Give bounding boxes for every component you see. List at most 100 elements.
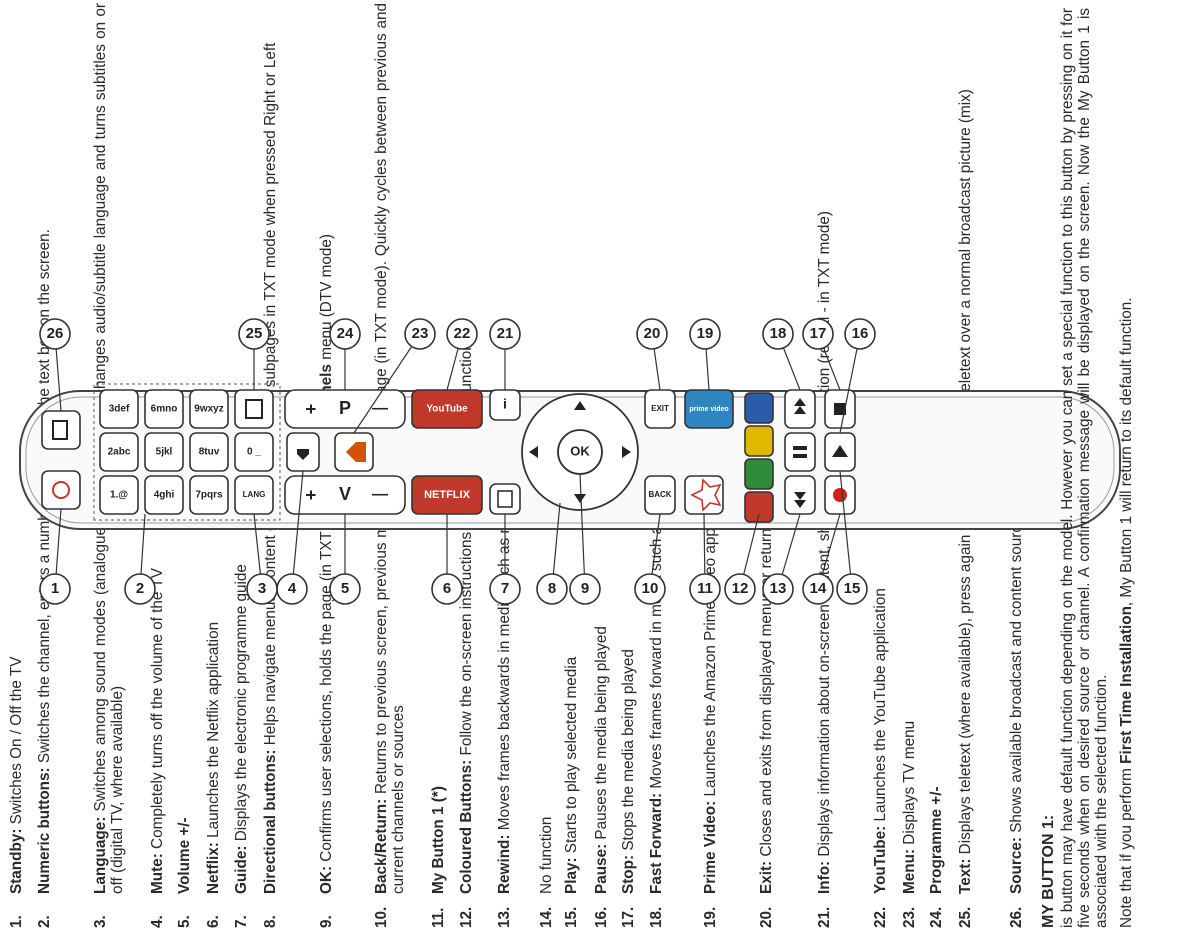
callout-leader: [839, 470, 853, 590]
red-key[interactable]: [744, 491, 774, 523]
numeric-key-label: 5jkl: [156, 447, 173, 458]
numeric-key[interactable]: [189, 389, 229, 429]
callout-leader: [839, 333, 861, 434]
callout-number: 17: [810, 325, 827, 342]
callout-number: 4: [288, 580, 297, 597]
callout-circle: [329, 573, 361, 605]
numeric-key-label: 0 _: [247, 447, 261, 458]
callout-circle: [802, 573, 834, 605]
my-button-heading: MY BUTTON 1:: [1040, 814, 1057, 928]
source-button[interactable]: [41, 410, 81, 450]
info-label: i: [503, 396, 507, 412]
left-arrow-icon: [574, 494, 586, 503]
callout-number: 6: [443, 580, 451, 597]
callout-number: 24: [337, 325, 354, 342]
numeric-key[interactable]: [144, 432, 184, 472]
blue-key[interactable]: [744, 392, 774, 424]
numeric-key[interactable]: [144, 475, 184, 515]
callout-number: 11: [697, 580, 713, 597]
callout-circle: [569, 573, 601, 605]
callout-number: 16: [852, 325, 869, 342]
callout-circle: [762, 318, 794, 350]
my-button-section: MY BUTTON 1: is button may have default …: [1040, 8, 1143, 928]
callout-leader: [291, 470, 304, 590]
numeric-key[interactable]: [189, 432, 229, 472]
keypad-outline: [93, 383, 281, 521]
callout-circle: [844, 318, 876, 350]
yellow-key[interactable]: [744, 425, 774, 457]
numeric-key-label: 3def: [109, 404, 130, 415]
callout-number: 9: [581, 580, 589, 597]
power-button[interactable]: [41, 470, 81, 510]
callout-number: 26: [47, 325, 64, 342]
callout-number: 22: [454, 325, 471, 342]
callout-circle: [329, 318, 361, 350]
callout-circle: [446, 318, 478, 350]
numeric-key[interactable]: [99, 475, 139, 515]
numeric-key-label: 8tuv: [199, 447, 220, 458]
callout-leader: [579, 473, 586, 590]
text-button[interactable]: [234, 389, 274, 429]
language-label: LANG: [243, 490, 266, 499]
numeric-key[interactable]: [99, 389, 139, 429]
youtube-label: YouTube: [426, 404, 468, 415]
callout-circle: [489, 573, 521, 605]
pause-icon-bar: [793, 446, 807, 450]
numeric-key-label: 4ghi: [154, 490, 175, 501]
callout-number: 20: [644, 325, 661, 342]
my-button-para2-b: First Time Installation: [1118, 606, 1135, 764]
callout-circle: [636, 318, 668, 350]
star-icon: [690, 478, 722, 512]
guide-icon: [497, 490, 513, 508]
numeric-key-label: 2abc: [108, 447, 131, 458]
callout-number: 8: [548, 580, 556, 597]
callout-leader: [353, 333, 421, 434]
numeric-key[interactable]: [144, 389, 184, 429]
callout-circle: [689, 318, 721, 350]
callout-number: 21: [497, 325, 514, 342]
callout-circle: [276, 573, 308, 605]
callout-number: 10: [642, 580, 659, 597]
my-button-para2-a: Note that if you perform: [1118, 763, 1135, 928]
callout-number: 5: [341, 580, 349, 597]
power-icon: [52, 481, 70, 499]
callout-number: 13: [770, 580, 787, 597]
volume-letter: V: [339, 484, 351, 504]
callout-circle: [634, 573, 666, 605]
callout-number: 18: [770, 325, 787, 342]
numeric-key[interactable]: [99, 432, 139, 472]
callout-circle: [489, 318, 521, 350]
pause-button[interactable]: [784, 432, 816, 472]
callout-circle: [724, 573, 756, 605]
my-button-para2-c: , My Button 1 will return to its default…: [1118, 297, 1135, 607]
rewind-icon: [794, 492, 806, 508]
numeric-key-label: 1.@: [110, 490, 128, 501]
callout-circle: [802, 318, 834, 350]
down-arrow-icon: [622, 446, 631, 458]
callout-circle: [431, 573, 463, 605]
mute-icon: [297, 449, 309, 460]
pause-icon-bar: [793, 454, 807, 458]
numeric-key[interactable]: [234, 432, 274, 472]
record-icon: [833, 488, 847, 502]
callout-number: 1: [51, 580, 59, 597]
numeric-key[interactable]: [189, 475, 229, 515]
teletext-icon: [245, 399, 263, 419]
callout-circle: [689, 573, 721, 605]
callout-number: 19: [697, 325, 714, 342]
play-icon: [832, 445, 848, 457]
volume-plus-label: +: [301, 490, 321, 501]
back-label: BACK: [648, 490, 671, 499]
netflix-label: NETFLIX: [424, 489, 470, 501]
guide-button[interactable]: [489, 483, 521, 515]
prime-video-label: prime video: [689, 406, 728, 413]
callout-circle: [39, 318, 71, 350]
numeric-key-label: 7pqrs: [195, 490, 223, 501]
ok-label: OK: [570, 443, 590, 458]
callout-circle: [39, 573, 71, 605]
callout-number: 25: [246, 325, 263, 342]
callout-circle: [238, 318, 270, 350]
callout-number: 12: [732, 580, 749, 597]
green-key[interactable]: [744, 458, 774, 490]
